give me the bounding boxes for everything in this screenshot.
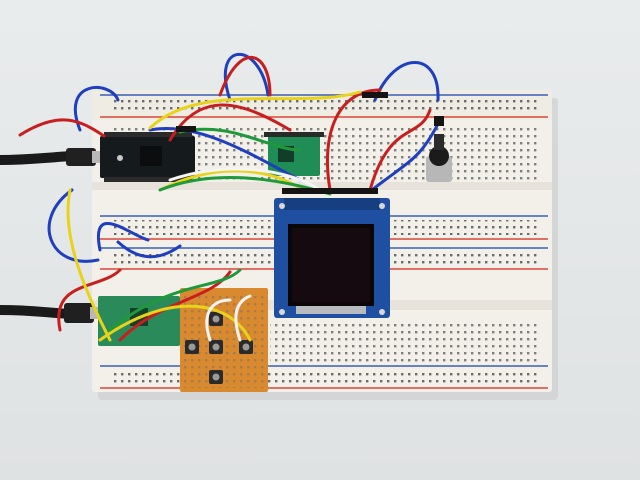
jumper-wires bbox=[18, 52, 442, 342]
tft-display-module bbox=[274, 198, 390, 318]
perfboard-button-pad bbox=[180, 288, 268, 392]
small-green-breakout-board bbox=[264, 132, 324, 176]
potentiometer bbox=[426, 134, 452, 182]
microcontroller-board-top bbox=[100, 132, 195, 182]
wire-headers bbox=[176, 92, 444, 194]
